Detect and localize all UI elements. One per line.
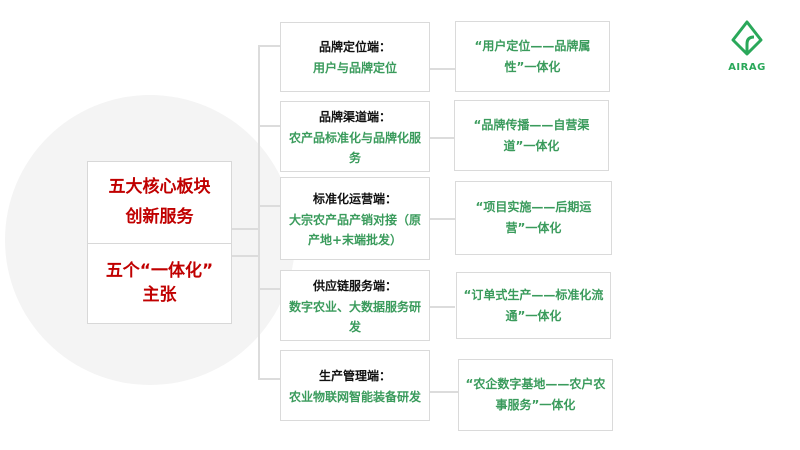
segment-title: 品牌定位端： [318, 40, 391, 54]
claim-box: “用户定位——品牌属性”一体化 [455, 21, 610, 92]
claim-box: “项目实施——后期运营”一体化 [455, 181, 612, 255]
airag-logo: AIRAG [722, 20, 772, 73]
segment-desc: 用户与品牌定位 [312, 61, 397, 75]
claim-text: “农企数字基地——农户农事服务”一体化 [465, 377, 606, 412]
segment-box-brand-channel: 品牌渠道端： 农产品标准化与品牌化服务 [280, 101, 430, 172]
segment-desc: 农产品标准化与品牌化服务 [288, 130, 421, 165]
connector-branch [258, 205, 280, 207]
leaf-logo-icon [731, 20, 763, 56]
claim-box: “品牌传播——自营渠道”一体化 [454, 100, 609, 171]
segment-desc: 大宗农产品产销对接（原产地+末端批发） [288, 212, 421, 247]
segment-title: 生产管理端： [318, 368, 391, 383]
center-line1: 五大核心板块 [108, 177, 211, 198]
claim-box: “订单式生产——标准化流通”一体化 [456, 272, 611, 339]
center-line4: 主张 [142, 285, 177, 306]
connector-right [430, 137, 455, 139]
segment-box-brand-positioning: 品牌定位端： 用户与品牌定位 [280, 22, 430, 92]
connector-branch [258, 288, 280, 290]
logo-text: AIRAG [728, 62, 766, 73]
claim-text: “订单式生产——标准化流通”一体化 [463, 287, 604, 323]
connector-right [430, 306, 455, 308]
segment-title: 标准化运营端： [312, 191, 397, 206]
connector-right [430, 218, 455, 220]
connector-right [430, 68, 455, 70]
claim-text: “品牌传播——自营渠道”一体化 [473, 117, 590, 153]
segment-title: 品牌渠道端： [318, 109, 391, 124]
segment-title: 供应链服务端： [312, 278, 397, 293]
connector-main [232, 228, 258, 230]
center-line2: 创新服务 [125, 207, 194, 228]
connector-right [430, 391, 458, 393]
segment-box-standard-operation: 标准化运营端： 大宗农产品产销对接（原产地+末端批发） [280, 177, 430, 260]
claim-box: “农企数字基地——农户农事服务”一体化 [458, 359, 613, 431]
claim-text: “项目实施——后期运营”一体化 [475, 200, 592, 235]
segment-desc: 数字农业、大数据服务研发 [288, 299, 421, 334]
center-box: 五大核心板块 创新服务 五个“一体化” 主张 [87, 161, 232, 324]
connector-main [232, 255, 258, 257]
segment-box-supply-chain: 供应链服务端： 数字农业、大数据服务研发 [280, 270, 430, 341]
center-line3: 五个“一体化” [105, 261, 214, 282]
connector-branch [258, 45, 280, 47]
claim-text: “用户定位——品牌属性”一体化 [474, 38, 591, 74]
connector-trunk [258, 45, 260, 379]
segment-box-production-management: 生产管理端： 农业物联网智能装备研发 [280, 350, 430, 421]
connector-branch [258, 378, 280, 380]
connector-branch [258, 125, 280, 127]
center-title-top: 五大核心板块 创新服务 [88, 162, 231, 243]
segment-desc: 农业物联网智能装备研发 [288, 389, 421, 404]
center-title-bottom: 五个“一体化” 主张 [88, 242, 231, 324]
